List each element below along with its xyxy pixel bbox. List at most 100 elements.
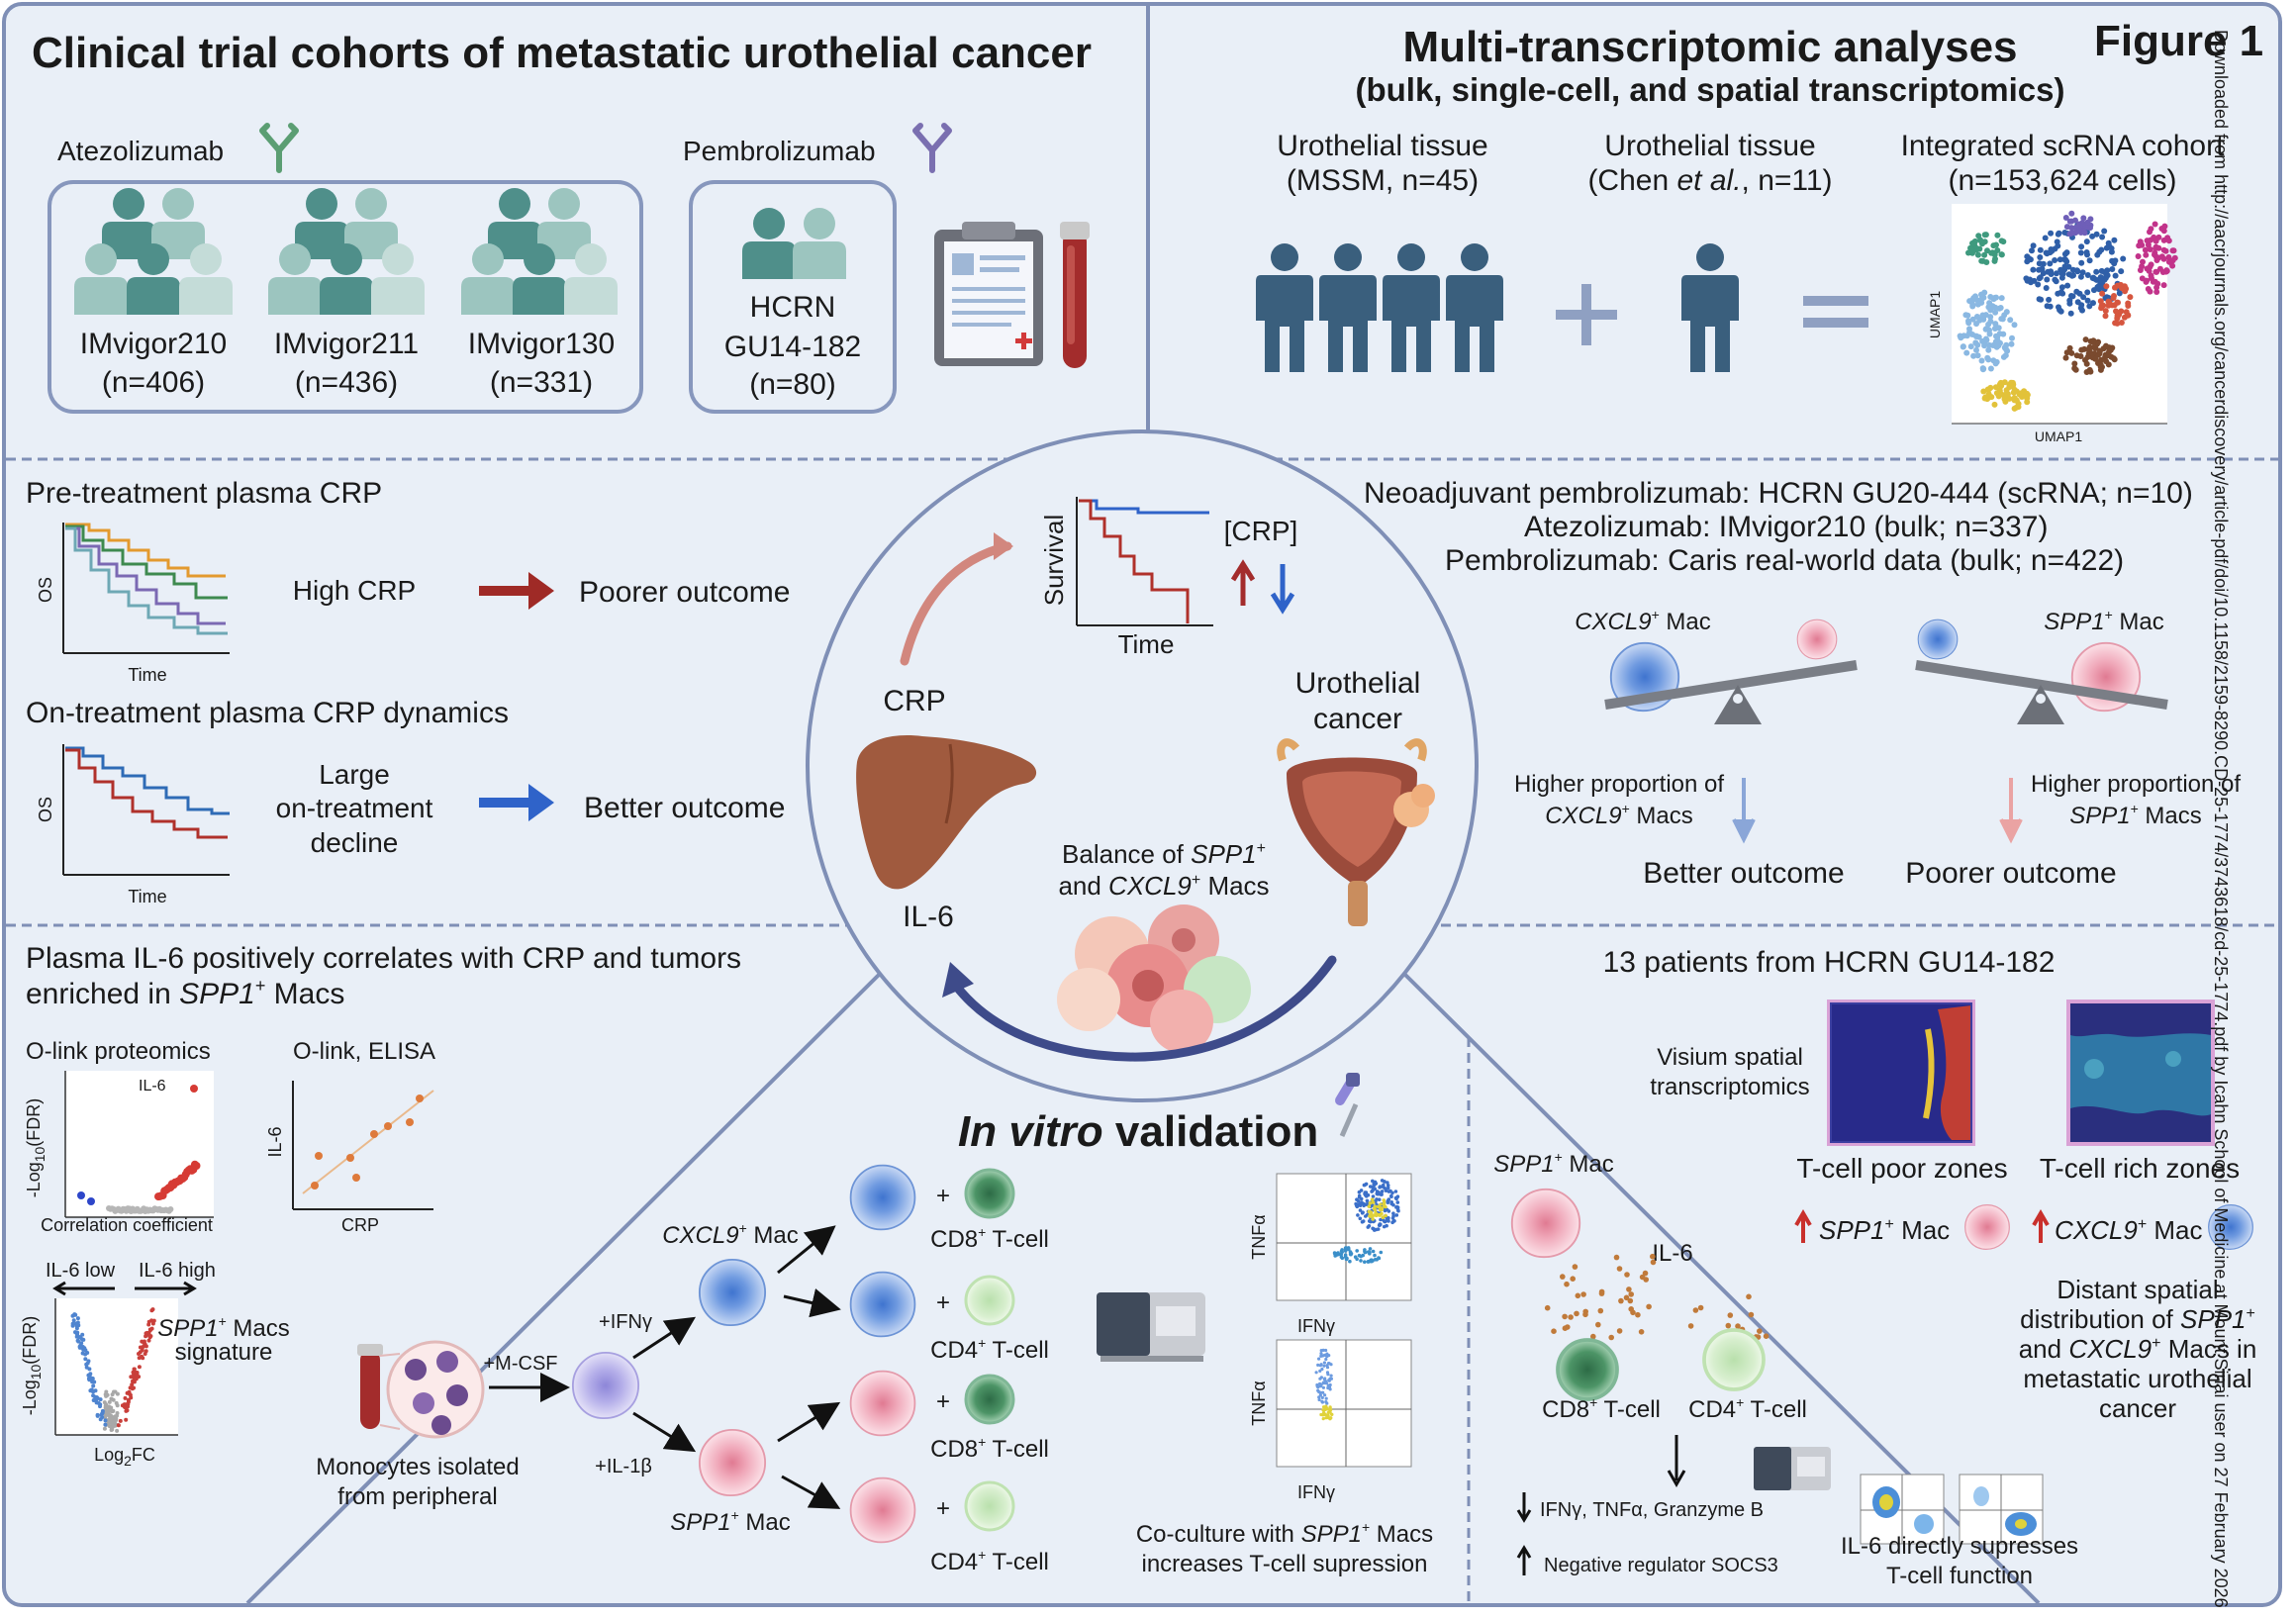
antibody-icon-green bbox=[259, 123, 299, 173]
distant-5: cancer bbox=[2099, 1393, 2176, 1423]
blood-tube-icon bbox=[1060, 222, 1090, 368]
scatter-ylabel: IL-6 bbox=[265, 1126, 285, 1157]
mech-cd4-cell bbox=[1702, 1328, 1766, 1391]
flow-top-ylabel: TNFα bbox=[1249, 1214, 1269, 1259]
cxcl9-mac-vitro-label: CXCL9+ Mac bbox=[662, 1220, 799, 1249]
cohorts-title: Clinical trial cohorts of metastatic uro… bbox=[32, 29, 1092, 77]
pembrolizumab-box bbox=[689, 180, 897, 414]
km-curve-purple bbox=[65, 526, 226, 625]
arrow-cxcl9-cd8 bbox=[777, 1225, 836, 1275]
large-decline-1: Large bbox=[319, 759, 390, 790]
crp-up-arrow-icon bbox=[1230, 559, 1256, 606]
higher-prop-cxcl9-2: CXCL9+ Macs bbox=[1545, 801, 1693, 829]
cxcl9-mac-label: CXCL9+ Mac bbox=[1575, 607, 1711, 635]
spp1-mac-cell bbox=[698, 1428, 767, 1497]
olink-label: O-link proteomics bbox=[26, 1038, 211, 1065]
crp-pre-title: Pre-treatment plasma CRP bbox=[26, 477, 382, 510]
neo-line2: Atezolizumab: IMvigor210 (bulk; n=337) bbox=[1524, 511, 2048, 543]
distant-4: metastatic urothelial bbox=[2023, 1364, 2251, 1393]
flow-bottom-xlabel: IFNγ bbox=[1297, 1482, 1335, 1502]
cd8-label-1: CD8+ T-cell bbox=[930, 1224, 1049, 1253]
plus-sign-2: + bbox=[936, 1289, 950, 1316]
os-label-on: OS bbox=[36, 797, 55, 822]
urothelial-label-2: cancer bbox=[1313, 703, 1402, 735]
integrated-line2: (n=153,624 cells) bbox=[1949, 164, 2177, 197]
trial-name-1: IMvigor210 bbox=[80, 328, 227, 360]
pembrolizumab-label: Pembrolizumab bbox=[683, 136, 876, 166]
down-arrow-icon bbox=[1516, 1492, 1532, 1523]
coculture-row-3: + CD8+ T-cell bbox=[849, 1370, 1049, 1463]
volcano-bottom-ylabel: -Log10(FDR) bbox=[20, 1316, 44, 1416]
survival-label: Survival bbox=[1039, 515, 1069, 606]
mini-flow-plot-2 bbox=[1959, 1474, 2044, 1545]
trial-n-1: (n=406) bbox=[102, 366, 205, 399]
mech-up-text: Negative regulator SOCS3 bbox=[1544, 1555, 1778, 1576]
umap-y-label: UMAP1 bbox=[1927, 291, 1943, 338]
seesaw-right bbox=[1915, 619, 2168, 724]
neo-poorer-outcome: Poorer outcome bbox=[1905, 857, 2116, 890]
survival-time-label: Time bbox=[1118, 629, 1175, 659]
liver-icon bbox=[856, 735, 1037, 890]
trial-n-3: (n=331) bbox=[490, 366, 593, 399]
curved-arrow-crp-head bbox=[994, 532, 1013, 560]
mech-arrow-down bbox=[1667, 1435, 1686, 1488]
cxcl9-up-arrow-icon bbox=[2032, 1209, 2050, 1243]
balance-line-2: and CXCL9+ Macs bbox=[1058, 871, 1269, 901]
up-arrow-icon bbox=[1516, 1545, 1532, 1575]
panel-spatial: 13 patients from HCRN GU14-182 Visium sp… bbox=[1603, 946, 2257, 1423]
flow-cytometer-icon bbox=[1097, 1292, 1205, 1362]
panel-mechanism: SPP1+ Mac IL-6 CD8+ T-cell CD4+ T-cell I… bbox=[1493, 1149, 2078, 1589]
monocytes-magnified bbox=[379, 1340, 485, 1439]
spp1-up-arrow-icon bbox=[1794, 1209, 1812, 1243]
trial-name-2: IMvigor211 bbox=[274, 328, 419, 360]
flow-top-points bbox=[1332, 1179, 1400, 1264]
neo-line3: Pembrolizumab: Caris real-world data (bu… bbox=[1445, 544, 2124, 577]
spp1-signature-1: SPP1+ Macs bbox=[157, 1313, 290, 1342]
higher-prop-spp1-1: Higher proportion of bbox=[2031, 771, 2241, 798]
cd8-label-2: CD8+ T-cell bbox=[930, 1434, 1049, 1463]
spatial-spp1-cell bbox=[1964, 1204, 2010, 1250]
survival-curve-blue bbox=[1079, 499, 1209, 515]
better-outcome-label: Better outcome bbox=[584, 792, 785, 824]
hcrn-line1: HCRN bbox=[750, 291, 836, 324]
arrow-left-low bbox=[52, 1281, 115, 1296]
large-decline-3: decline bbox=[311, 827, 399, 858]
mech-spp1-label: SPP1+ Mac bbox=[1493, 1149, 1614, 1178]
distant-1: Distant spatial bbox=[2057, 1275, 2218, 1304]
panel-neoadjuvant: Neoadjuvant pembrolizumab: HCRN GU20-444… bbox=[1364, 477, 2241, 890]
mech-cd8-label: CD8+ T-cell bbox=[1542, 1394, 1661, 1423]
survival-curve-red bbox=[1079, 499, 1190, 623]
cd4-label-2: CD4+ T-cell bbox=[930, 1547, 1049, 1575]
higher-prop-cxcl9-1: Higher proportion of bbox=[1514, 771, 1724, 798]
spatial-title: 13 patients from HCRN GU14-182 bbox=[1603, 946, 2056, 979]
curved-arrow-crp bbox=[900, 541, 1012, 666]
cytometer-small-icon bbox=[1754, 1447, 1831, 1490]
multi-subtitle: (bulk, single-cell, and spatial transcri… bbox=[1355, 71, 2064, 108]
cxcl9-mac-cell bbox=[698, 1258, 767, 1327]
tissue2-line1: Urothelial tissue bbox=[1604, 130, 1815, 162]
spp1-mac-vitro-label: SPP1+ Mac bbox=[670, 1507, 791, 1536]
scatter-il6-crp: IL-6 CRP bbox=[265, 1081, 434, 1235]
volcano-top-xlabel: Correlation coefficient bbox=[41, 1215, 213, 1235]
arrow-cxcl9-cd4 bbox=[783, 1287, 841, 1318]
coculture-caption-2: increases T-cell supression bbox=[1141, 1551, 1427, 1577]
monocytes-label-1: Monocytes isolated bbox=[316, 1454, 519, 1480]
center-circle-group: Survival Time [CRP] CRP IL-6 Urothelial … bbox=[806, 429, 1479, 1102]
km-plot-pre: OS Time bbox=[36, 523, 230, 685]
ifng-label: +IFNγ bbox=[599, 1311, 652, 1333]
monocytes-label-2: from peripheral bbox=[337, 1483, 497, 1510]
poorer-outcome-label: Poorer outcome bbox=[579, 576, 790, 609]
spp1-signature-2: signature bbox=[175, 1339, 273, 1366]
survival-inset: Survival Time bbox=[1039, 497, 1213, 659]
plus-sign-3: + bbox=[936, 1388, 950, 1415]
arrow-il1b bbox=[632, 1411, 697, 1453]
higher-prop-spp1-2: SPP1+ Macs bbox=[2069, 801, 2202, 829]
volcano-top-ylabel: -Log10(FDR) bbox=[24, 1098, 48, 1198]
atezolizumab-label: Atezolizumab bbox=[57, 136, 224, 166]
il6-high-label: IL-6 high bbox=[139, 1260, 216, 1282]
balance-line-1: Balance of SPP1+ bbox=[1062, 839, 1266, 869]
il6-title-1: Plasma IL-6 positively correlates with C… bbox=[26, 942, 741, 975]
mini-flow-plot-1 bbox=[1860, 1474, 1945, 1545]
arrow-down-blue bbox=[1732, 778, 1756, 844]
coculture-row-2: + CD4+ T-cell bbox=[849, 1271, 1049, 1364]
